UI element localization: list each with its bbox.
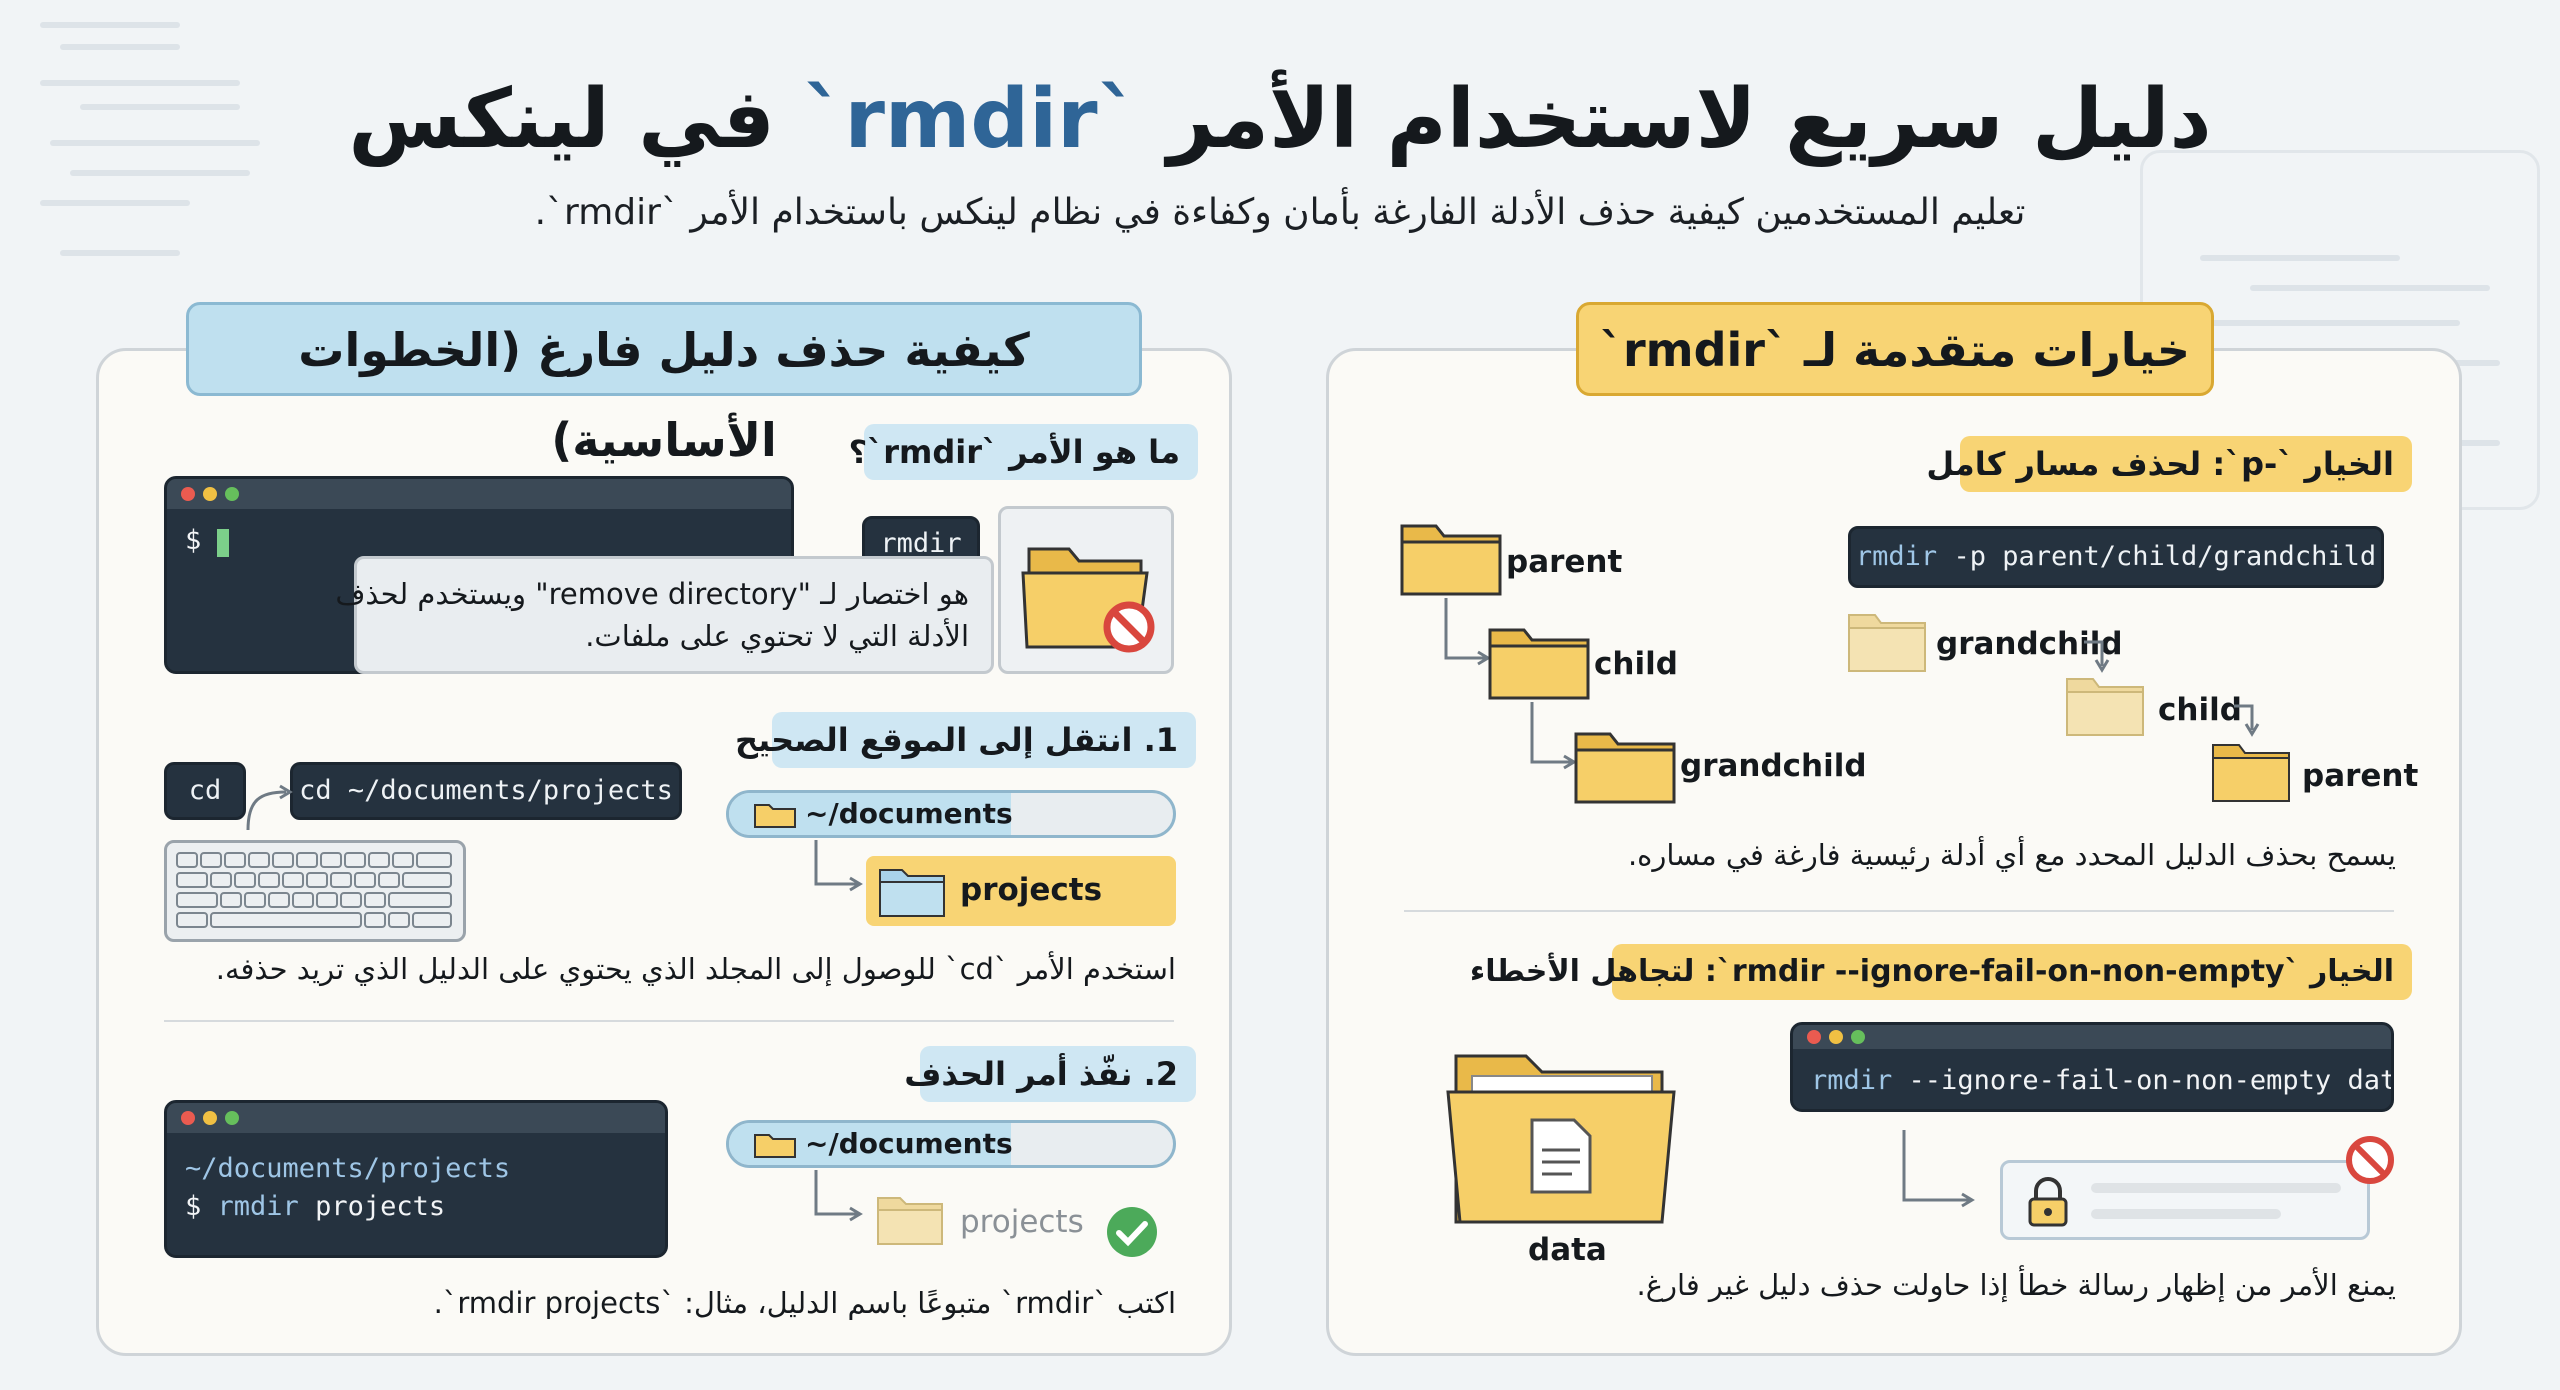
tree-grandchild-label: grandchild [1680, 748, 1867, 784]
step1-description: استخدم الأمر `cd` للوصول إلى المجلد الذي… [215, 952, 1176, 986]
cd-arrow [246, 784, 293, 831]
step1-breadcrumb: ~/documents [726, 790, 1176, 838]
step1-tree-arrow [814, 840, 863, 892]
right-divider [1404, 910, 2394, 912]
step1-label: 1. انتقل إلى الموقع الصحيح [735, 712, 1196, 768]
folder-denied-card [998, 506, 1174, 674]
title-command: `rmdir` [803, 72, 1139, 167]
cd-full-pill: cd ~/documents/projects [290, 762, 682, 820]
tree-arrow-2 [1530, 702, 1577, 770]
success-check-icon [1107, 1207, 1157, 1257]
page-subtitle: تعليم المستخدمين كيفية حذف الأدلة الفارغ… [534, 192, 2026, 233]
what-is-label: ما هو الأمر `rmdir`؟ [849, 424, 1198, 480]
removal-arrow-1 [2084, 640, 2110, 673]
tree-arrow-1 [1444, 598, 1491, 666]
terminal-cursor [217, 529, 229, 557]
grandchild-folder-icon [1574, 732, 1676, 804]
removed-grandchild-label: grandchild [1936, 626, 2123, 662]
removal-arrow-2 [2234, 704, 2260, 737]
folder-denied-icon [1021, 547, 1155, 653]
option-ignore-label: الخيار `rmdir --ignore-fail-on-non-empty… [1470, 944, 2412, 1000]
terminal-path: ~/documents/projects [185, 1153, 511, 1184]
option-p-command: rmdir -p parent/child/grandchild [1848, 526, 2384, 588]
data-folder-label: data [1528, 1232, 1607, 1268]
step2-breadcrumb: ~/documents [726, 1120, 1176, 1168]
option-ignore-terminal: rmdir --ignore-fail-on-non-empty data [1790, 1022, 2394, 1112]
projects-folder-icon [879, 869, 945, 917]
step1-folder-label: projects [960, 872, 1103, 908]
ignore-command: rmdir --ignore-fail-on-non-empty data [1811, 1065, 2394, 1096]
terminal-command-line: $ rmdir projects [185, 1191, 446, 1222]
keyboard-icon [164, 840, 466, 942]
data-folder-icon [1446, 1054, 1676, 1224]
option-p-label: الخيار `-p`: لحذف مسار كامل [1926, 436, 2412, 492]
removed-parent-label: parent [2302, 758, 2419, 794]
cd-pill: cd [164, 762, 246, 820]
left-divider [164, 1020, 1174, 1022]
step2-label: 2. نفّذ أمر الحذف [904, 1046, 1196, 1102]
rmdir-definition: هو اختصار لـ "remove directory" ويستخدم … [335, 556, 994, 674]
page-title: دليل سريع لاستخدام الأمر `rmdir` في لينك… [348, 72, 2212, 167]
suppressed-error-box [2000, 1160, 2370, 1240]
terminal-prompt: $ [185, 525, 202, 556]
step2-description: اكتب `rmdir` متبوعًا باسم الدليل، مثال: … [433, 1286, 1176, 1320]
option-p-description: يسمح بحذف الدليل المحدد مع أي أدلة رئيسي… [1627, 838, 2396, 872]
folder-icon [754, 804, 796, 828]
removed-parent-folder-icon [2212, 744, 2290, 802]
tree-parent-label: parent [1506, 544, 1623, 580]
advanced-options-heading: خيارات متقدمة لـ `rmdir` [1576, 302, 2214, 396]
removed-child-label: child [2158, 692, 2242, 728]
removed-grandchild-folder-icon [1848, 614, 1926, 672]
lock-icon [2028, 1177, 2068, 1227]
basic-steps-heading: كيفية حذف دليل فارغ (الخطوات الأساسية) [186, 302, 1142, 467]
folder-icon [754, 1134, 796, 1158]
tree-child-label: child [1594, 646, 1678, 682]
removed-folder-icon [877, 1197, 943, 1245]
step2-folder-label: projects [960, 1204, 1084, 1240]
parent-folder-icon [1400, 524, 1502, 596]
no-error-icon [2346, 1136, 2394, 1184]
step2-tree-arrow [814, 1170, 863, 1222]
removed-child-folder-icon [2066, 678, 2144, 736]
option-ignore-description: يمنع الأمر من إظهار رسالة خطأ إذا حاولت … [1636, 1268, 2396, 1302]
child-folder-icon [1488, 628, 1590, 700]
step2-terminal: ~/documents/projects $ rmdir projects [164, 1100, 668, 1258]
ignore-arrow [1902, 1130, 1975, 1208]
